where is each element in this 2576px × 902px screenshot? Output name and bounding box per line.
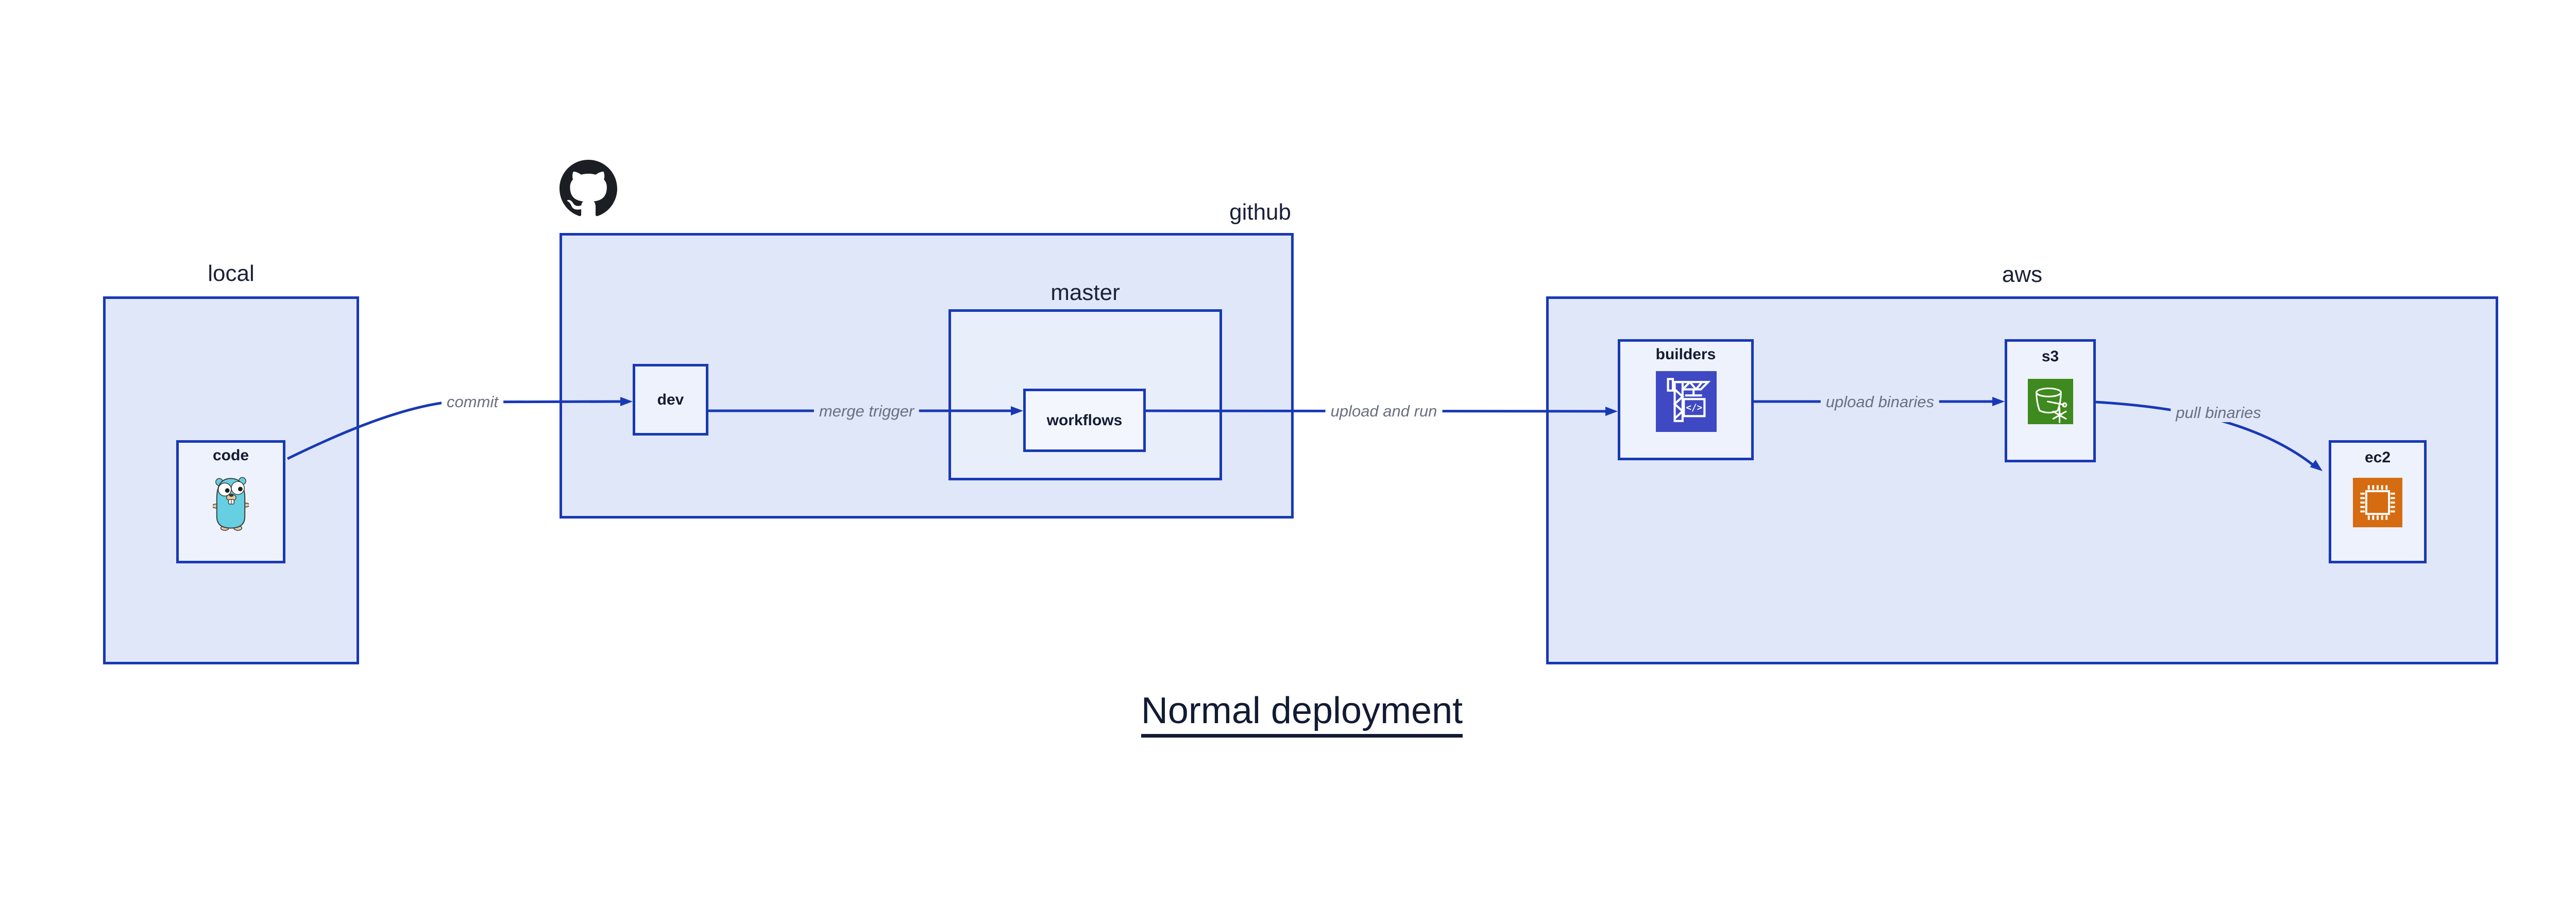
node-label-code: code xyxy=(212,447,249,464)
container-label-aws: aws xyxy=(2002,262,2043,287)
container-label-master: master xyxy=(1050,280,1120,305)
edge-label-commit: commit xyxy=(442,393,503,411)
container-label-github: github xyxy=(1229,199,1291,225)
node-ec2: ec2 xyxy=(2329,440,2427,563)
edge-label-upload-binaries: upload binaries xyxy=(1820,393,1940,411)
aws-codebuild-icon: </> xyxy=(1656,371,1717,432)
node-label-dev: dev xyxy=(657,391,684,408)
node-code: code xyxy=(176,440,285,563)
edge-label-merge-trigger: merge trigger xyxy=(814,402,920,421)
aws-s3-glacier-bucket-icon xyxy=(2028,379,2073,424)
node-label-s3: s3 xyxy=(2041,348,2059,365)
node-builders: builders </> xyxy=(1618,339,1754,460)
node-dev: dev xyxy=(633,364,708,436)
aws-ec2-chip-icon xyxy=(2353,478,2402,527)
node-workflows: workflows xyxy=(1023,389,1146,452)
svg-text:</>: </> xyxy=(1686,403,1702,413)
diagram-title: Normal deployment xyxy=(1044,690,1560,738)
node-label-workflows: workflows xyxy=(1046,411,1123,429)
node-label-builders: builders xyxy=(1655,346,1716,363)
github-octocat-icon xyxy=(560,160,617,216)
edge-label-pull-binaries: pull binaries xyxy=(2171,404,2266,422)
node-label-ec2: ec2 xyxy=(2364,449,2391,466)
go-gopher-icon xyxy=(213,477,249,531)
node-s3: s3 xyxy=(2005,339,2096,462)
edge-label-upload-and-run: upload and run xyxy=(1325,402,1443,421)
container-label-local: local xyxy=(208,261,255,286)
